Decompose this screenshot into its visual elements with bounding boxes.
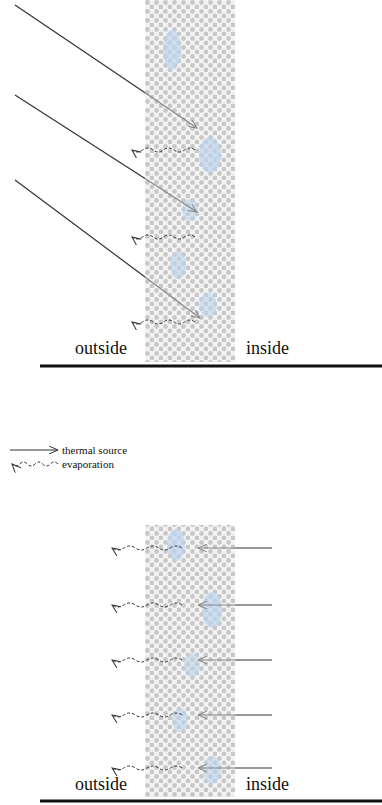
evaporation-arrow xyxy=(132,235,195,239)
thermal-arrow xyxy=(198,767,235,768)
thermal-arrow xyxy=(198,714,235,715)
thermal-arrow xyxy=(15,180,145,277)
thermal-arrow xyxy=(145,179,197,212)
legend-text: thermal source xyxy=(62,444,127,456)
thermal-arrow xyxy=(198,659,235,660)
evaporation-arrow xyxy=(112,713,182,717)
wall-top xyxy=(145,0,235,362)
evaporation-arrow xyxy=(132,148,195,152)
thermal-arrow xyxy=(198,604,235,605)
thermal-arrow xyxy=(198,547,235,548)
side-label: outside xyxy=(75,338,127,358)
thermal-arrow xyxy=(235,547,272,548)
ground-line xyxy=(40,800,382,803)
thermal-arrow xyxy=(235,659,272,660)
thermal-arrow xyxy=(145,277,200,318)
evaporation-arrow xyxy=(112,766,182,770)
evaporation-arrow xyxy=(12,462,58,466)
legend-text: evaporation xyxy=(62,458,114,470)
evaporation-arrow xyxy=(112,603,182,607)
wall-bottom xyxy=(145,525,235,797)
thermal-arrow xyxy=(145,93,197,128)
evaporation-arrow xyxy=(132,320,195,324)
thermal-arrow xyxy=(15,95,145,179)
legend-line xyxy=(10,450,58,451)
thermal-arrow xyxy=(235,714,272,715)
side-label: inside xyxy=(246,774,289,794)
thermal-arrow xyxy=(15,5,145,93)
ground-line xyxy=(40,365,382,368)
thermal-arrow xyxy=(235,767,272,768)
side-label: inside xyxy=(246,338,289,358)
thermal-arrow xyxy=(235,604,272,605)
evaporation-arrow xyxy=(112,658,182,662)
side-label: outside xyxy=(75,774,127,794)
evaporation-arrow xyxy=(112,546,182,550)
